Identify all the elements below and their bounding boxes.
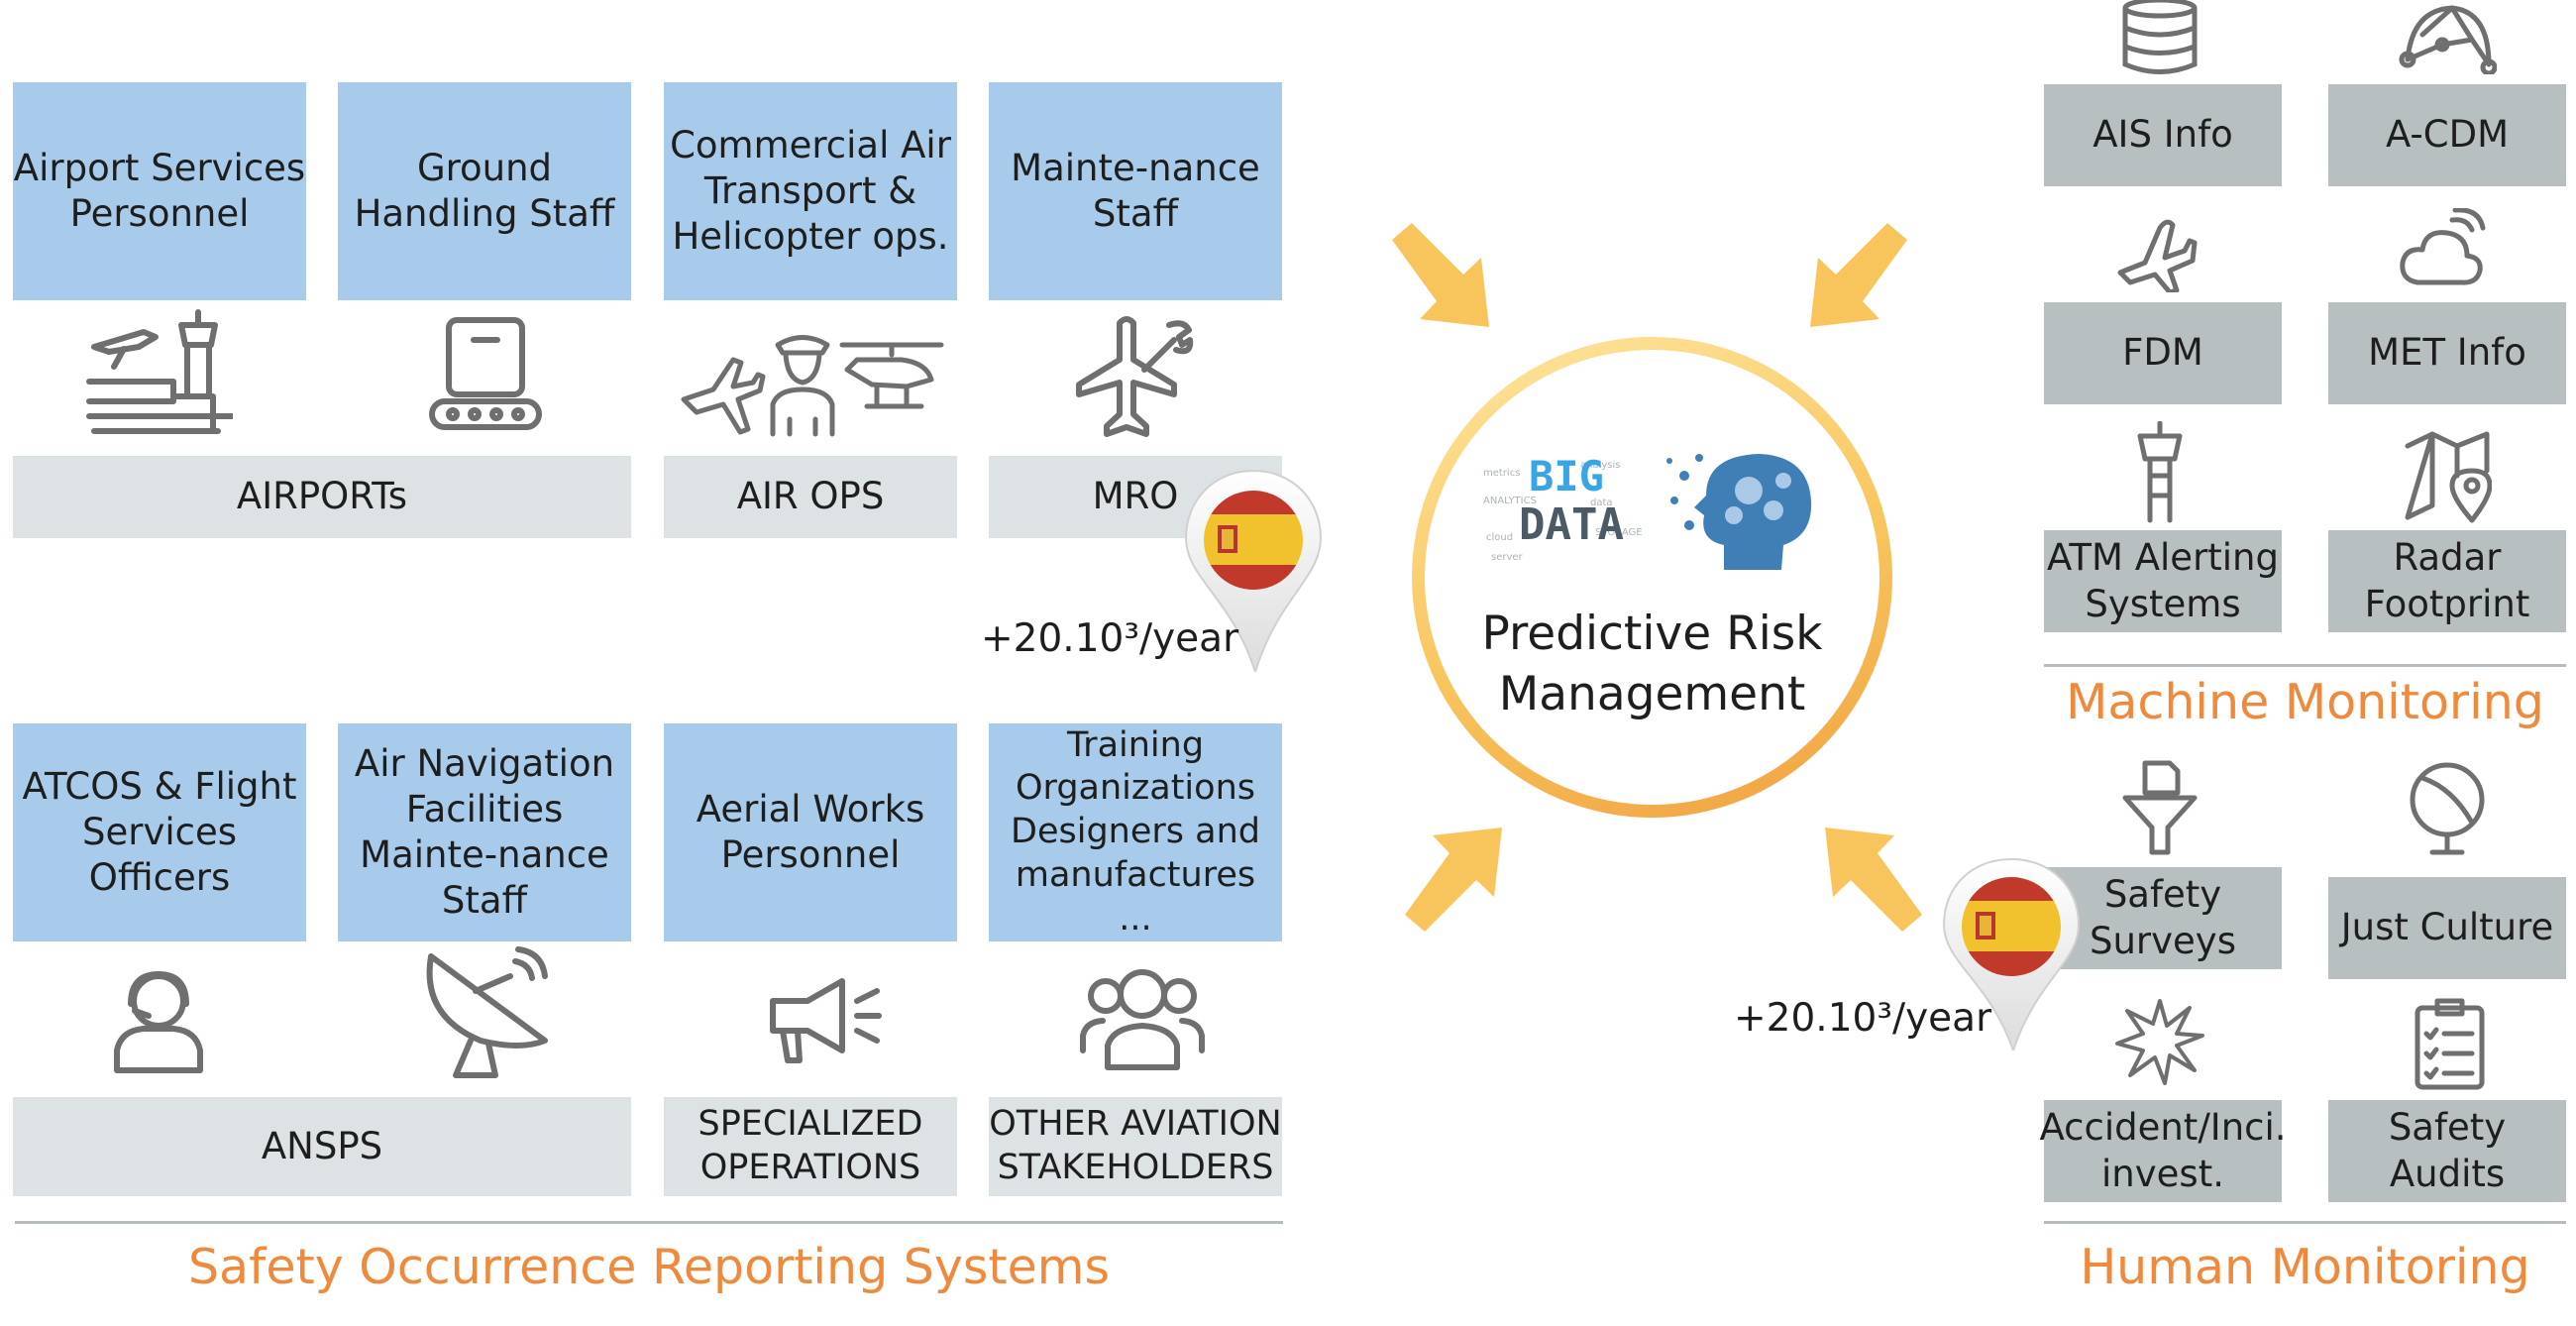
sors-rate-label: +20.10³/year xyxy=(981,616,1239,661)
ai-head-gears-icon xyxy=(1664,446,1818,575)
group-air-ops: AIR OPS xyxy=(664,456,957,538)
megaphone-icon xyxy=(768,976,887,1065)
machine-atm-alerting-systems: ATM Alerting Systems xyxy=(2044,530,2282,632)
spain-flag-pin-icon xyxy=(1184,469,1323,676)
machine-radar-footprint: Radar Footprint xyxy=(2328,530,2566,632)
headset-operator-icon xyxy=(109,966,208,1075)
spain-flag-pin-icon xyxy=(1942,857,2081,1054)
svg-text:analysis: analysis xyxy=(1580,460,1621,471)
arrow-top-left-icon xyxy=(1382,218,1501,337)
database-icon xyxy=(2120,0,2200,74)
group-specialized-operations: SPECIALIZED OPERATIONS xyxy=(664,1097,957,1196)
svg-text:metrics: metrics xyxy=(1483,468,1520,479)
machine-divider xyxy=(2044,664,2566,667)
arrow-bottom-right-icon xyxy=(1813,818,1932,937)
human-safety-surveys: Safety Surveys xyxy=(2044,867,2282,969)
human-just-culture: Just Culture xyxy=(2328,877,2566,979)
predictive-risk-title: Predictive Risk Management xyxy=(1481,606,1823,721)
sors-divider xyxy=(15,1221,1283,1224)
sors-title: Safety Occurrence Reporting Systems xyxy=(187,1239,1111,1295)
control-tower-icon xyxy=(2130,421,2190,525)
role-atcos-fso: ATCOS & Flight Services Officers xyxy=(13,723,306,941)
machine-met-info: MET Info xyxy=(2328,302,2566,404)
svg-text:server: server xyxy=(1491,552,1524,563)
group-other-aviation-stakeholders: OTHER AVIATION STAKEHOLDERS xyxy=(989,1097,1282,1196)
machine-title: Machine Monitoring xyxy=(2066,674,2544,730)
predictive-risk-circle xyxy=(1412,337,1892,818)
mro-plane-wrench-icon xyxy=(1065,315,1194,439)
radar-dish-icon xyxy=(421,946,555,1080)
role-commercial-air-transport: Commercial Air Transport & Helicopter op… xyxy=(664,82,957,300)
human-accident-incident-investigation: Accident/Inci. invest. xyxy=(2039,1100,2287,1202)
svg-text:data: data xyxy=(1590,497,1613,508)
role-airport-services-personnel: Airport Services Personnel xyxy=(13,82,306,300)
arrow-bottom-left-icon xyxy=(1395,818,1514,937)
machine-a-cdm: A-CDM xyxy=(2328,84,2566,186)
big-label: BIG xyxy=(1529,452,1604,500)
role-anf-maintenance-staff: Air Navigation Facilities Mainte-nance S… xyxy=(338,723,631,941)
machine-fdm: FDM xyxy=(2044,302,2282,404)
human-safety-audits: Safety Audits xyxy=(2328,1100,2566,1202)
role-aerial-works-personnel: Aerial Works Personnel xyxy=(664,723,957,941)
human-title: Human Monitoring xyxy=(2080,1239,2530,1295)
baggage-conveyor-icon xyxy=(426,312,545,431)
svg-text:STORAGE: STORAGE xyxy=(1595,527,1643,538)
arrow-top-right-icon xyxy=(1798,218,1917,337)
svg-text:cloud: cloud xyxy=(1486,532,1513,543)
group-people-icon xyxy=(1078,966,1207,1070)
cloud-signal-icon xyxy=(2398,208,2487,292)
group-airports: AIRPORTs xyxy=(13,456,631,538)
map-pin-icon xyxy=(2403,426,2492,525)
svg-text:ANALYTICS: ANALYTICS xyxy=(1483,496,1537,506)
role-training-organizations: Training Organizations Designers and man… xyxy=(989,723,1282,941)
role-ground-handling-staff: Ground Handling Staff xyxy=(338,82,631,300)
checklist-icon xyxy=(2413,996,2487,1090)
machine-ais-info: AIS Info xyxy=(2044,84,2282,186)
airport-tower-icon xyxy=(84,307,233,441)
explosion-icon xyxy=(2115,996,2204,1085)
network-dome-icon xyxy=(2398,0,2497,74)
air-ops-pilot-helicopter-icon xyxy=(679,325,946,439)
plane-icon xyxy=(2115,213,2204,292)
human-rate-label: +20.10³/year xyxy=(1734,996,1992,1041)
data-label: DATA xyxy=(1519,499,1624,550)
group-ansps: ANSPS xyxy=(13,1097,631,1196)
funnel-document-icon xyxy=(2120,758,2200,857)
role-maintenance-staff: Mainte-nance Staff xyxy=(989,82,1282,300)
human-divider xyxy=(2044,1221,2566,1224)
globe-stand-icon xyxy=(2403,758,2492,857)
